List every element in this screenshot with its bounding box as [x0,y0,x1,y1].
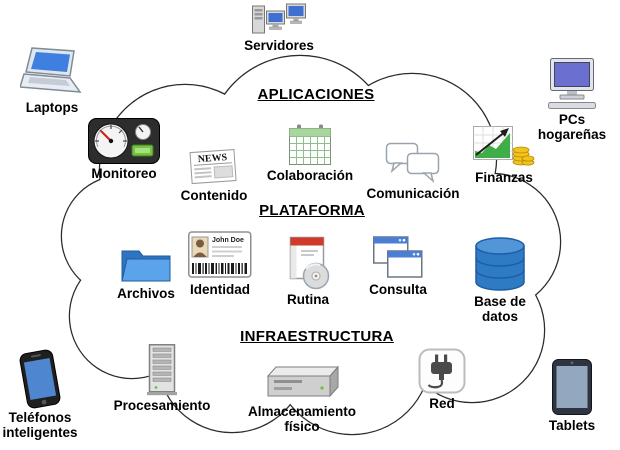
tablets-label: Tablets [548,418,596,433]
item-contenido: NEWS Contenido [168,146,260,203]
rutina-label: Rutina [287,292,329,307]
monitoreo-label: Monitoreo [91,166,157,181]
item-procesamiento: Procesamiento [104,344,220,413]
finance-chart-icon [473,126,535,166]
device-pcs: PCs hogareñas [524,58,620,142]
section-header-aplicaciones: APLICACIONES [257,86,375,103]
item-identidad: John Doe Identidad [178,230,262,297]
windows-icon [373,236,423,278]
telefonos-label: Teléfonos inteligentes [2,410,78,441]
storage-box-icon [266,365,340,398]
tablet-icon [552,359,592,415]
device-servidores: Servidores [238,2,320,53]
item-rutina: Rutina [272,236,344,307]
section-header-plataforma: PLATAFORMA [259,202,365,219]
desktop-pc-icon [548,58,596,109]
chat-bubbles-icon [385,142,440,184]
archivos-label: Archivos [117,286,175,301]
network-plug-icon [418,348,466,394]
svg-text:NEWS: NEWS [197,152,228,165]
item-monitoreo: Monitoreo [74,118,174,181]
section-header-infraestructura: INFRAESTRUCTURA [240,328,394,345]
database-icon [475,237,525,291]
identidad-label: Identidad [190,282,250,297]
server-tower-icon [147,344,177,396]
id-card-icon: John Doe [188,231,252,278]
item-base-de-datos: Base de datos [458,234,542,324]
item-red: Red [398,348,486,411]
almacenamiento-label: Almacenamiento físico [247,404,357,435]
item-almacenamiento: Almacenamiento físico [240,362,364,434]
comunicacion-label: Comunicación [366,186,460,201]
base-de-datos-label: Base de datos [474,294,526,325]
newspaper-icon: NEWS [189,149,237,185]
item-finanzas: Finanzas [460,124,548,185]
item-consulta: Consulta [354,236,442,297]
smartphone-icon [19,349,61,409]
item-archivos: Archivos [98,242,194,301]
folder-icon [121,250,171,282]
gauge-icon [88,118,160,164]
colaboracion-label: Colaboración [266,168,354,183]
laptop-icon [20,47,82,93]
pcs-label: PCs hogareñas [537,112,607,143]
laptops-label: Laptops [25,100,79,115]
red-label: Red [429,396,455,411]
calendar-icon [289,124,331,165]
procesamiento-label: Procesamiento [113,398,211,413]
servers-icon [252,3,306,34]
device-telefonos: Teléfonos inteligentes [0,349,80,441]
software-box-icon [289,236,330,290]
servidores-label: Servidores [244,38,314,53]
device-tablets: Tablets [536,358,608,433]
item-colaboracion: Colaboración [258,124,362,183]
consulta-label: Consulta [369,282,427,297]
finanzas-label: Finanzas [475,170,533,185]
device-laptops: Laptops [12,46,92,115]
svg-text:John Doe: John Doe [212,237,244,244]
contenido-label: Contenido [180,188,248,203]
item-comunicacion: Comunicación [358,140,468,201]
